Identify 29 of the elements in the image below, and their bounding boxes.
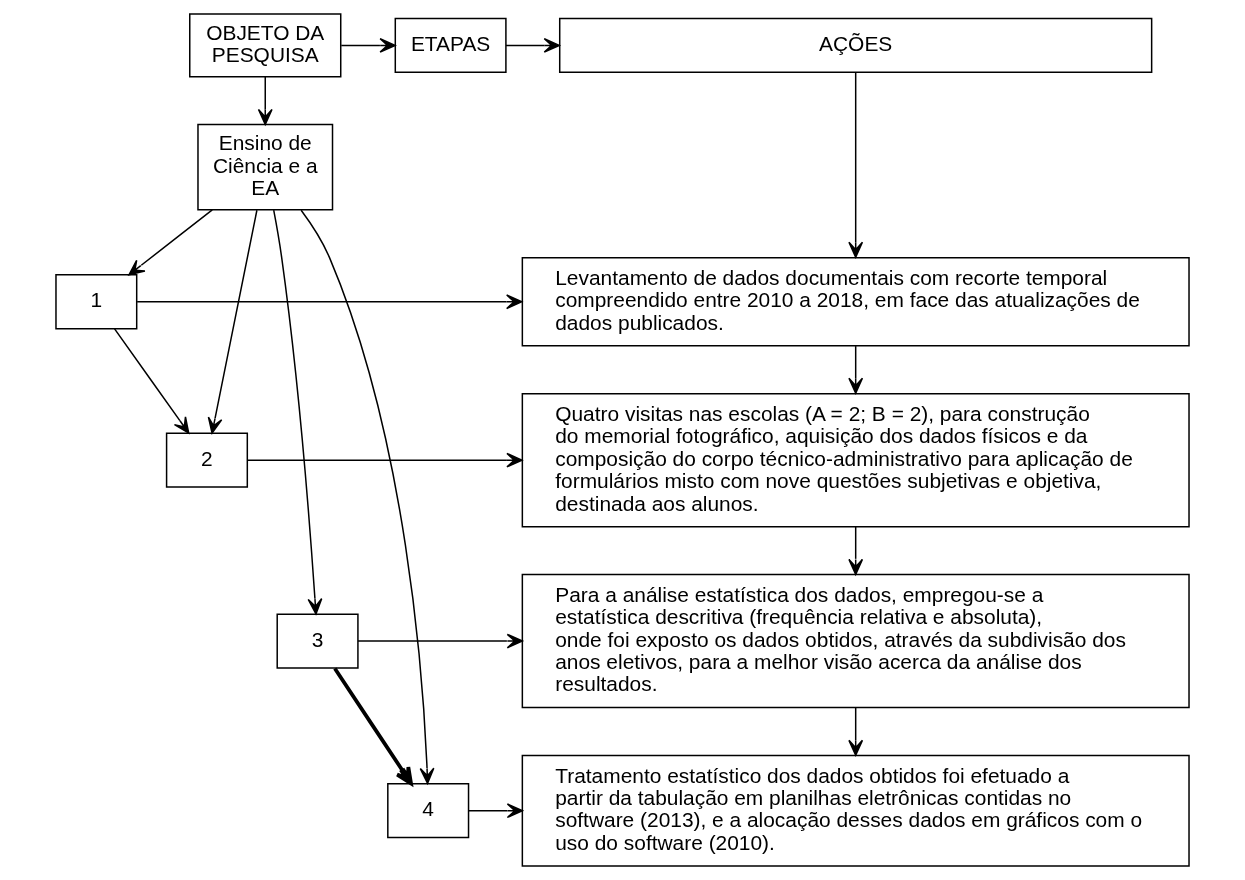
node-box: Ensino de Ciência e a EA xyxy=(197,123,334,211)
arrow xyxy=(128,209,213,276)
arrow xyxy=(272,209,323,615)
arrow xyxy=(848,707,864,757)
node-box: ETAPAS xyxy=(394,17,507,74)
node-box: Levantamento de dados documentais com recorte temporal compreendido entre 2010 a 2018, em face das atualizações de dados publicados. xyxy=(521,256,1190,347)
node-box: OBJETO DA PESQUISA xyxy=(189,13,342,78)
arrow xyxy=(300,209,435,785)
node-box: AÇÕES xyxy=(558,17,1153,74)
node-box: Para a análise estatística dos dados, empregou-se a estatística descritiva (frequência relativa e absoluta), onde foi exposto os dados obtidos, através da subdivisão dos anos eletivos, para a melhor visão acerca da análise dos resultados. xyxy=(521,573,1190,709)
arrow xyxy=(848,71,864,258)
arrow xyxy=(246,452,523,468)
node-box: 3 xyxy=(276,613,359,669)
arrow xyxy=(340,37,396,53)
arrow xyxy=(333,667,413,786)
arrow xyxy=(207,209,258,434)
node-box: Quatro visitas nas escolas (A = 2; B = 2), para construção do memorial fotográfico, aquisição dos dados físicos e da composição do corpo técnico-administrativo para aplicação de formulários misto com nove questões subjetivas e objetiva, destinada aos alunos. xyxy=(521,392,1190,528)
node-box: 4 xyxy=(387,783,470,839)
node-box: 2 xyxy=(165,432,249,488)
arrow xyxy=(848,526,864,576)
arrow xyxy=(136,294,523,310)
node-box: 1 xyxy=(55,274,138,330)
arrow xyxy=(257,76,273,126)
arrow xyxy=(505,37,560,53)
arrow xyxy=(467,803,524,819)
arrow xyxy=(848,345,864,394)
arrow xyxy=(113,328,190,434)
arrow xyxy=(357,633,524,649)
node-box: Tratamento estatístico dos dados obtidos foi efetuado a partir da tabulação em planilhas eletrônicas contidas no software (2013), e a alocação desses dados em gráficos com o uso do software (2010). xyxy=(521,754,1190,867)
